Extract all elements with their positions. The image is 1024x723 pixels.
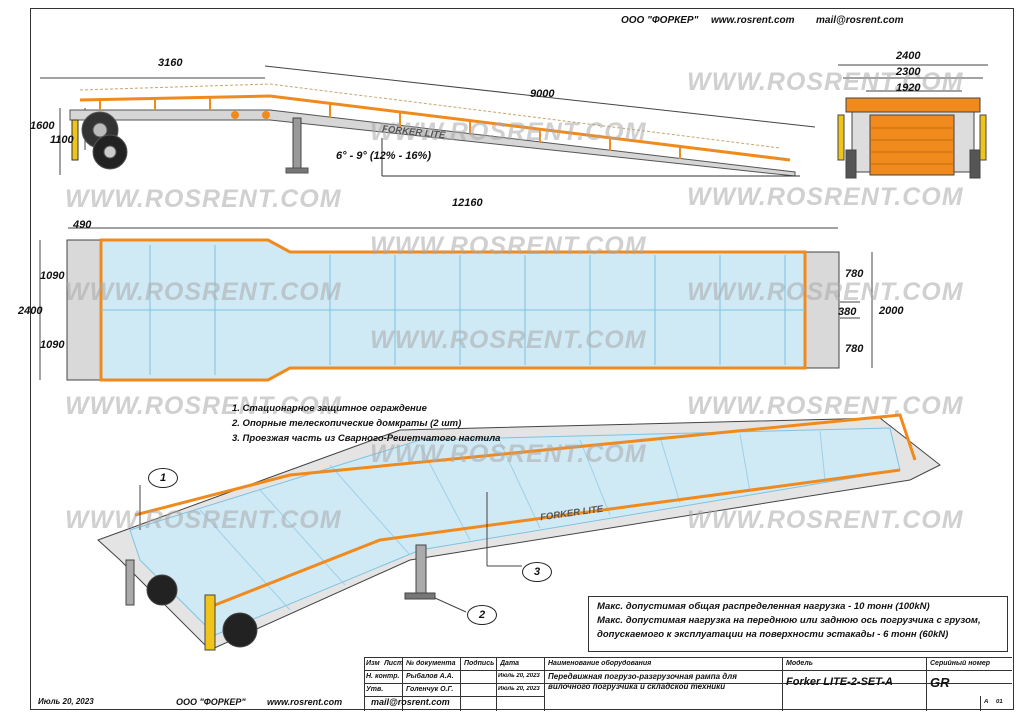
dim-1090-top: 1090 xyxy=(40,270,65,282)
spec-line-3: допускаемого к эксплуатации на поверхнос… xyxy=(597,629,949,640)
watermark: WWW.ROSRENT.COM xyxy=(687,506,964,534)
header-mail: mail@rosrent.com xyxy=(816,15,904,26)
tb-h-model: Модель xyxy=(786,660,813,667)
watermark: WWW.ROSRENT.COM xyxy=(687,278,964,306)
sheet-frame xyxy=(30,8,1014,710)
dim-1920-end: 1920 xyxy=(896,82,921,94)
tb-date-1: Июль 20, 2023 xyxy=(498,673,540,679)
tb-sheet-a: A xyxy=(984,699,989,705)
end-view xyxy=(837,64,988,179)
plan-view xyxy=(39,227,873,382)
tb-role-2: Утв. xyxy=(366,686,384,693)
callout-2: 2 xyxy=(467,605,497,625)
dim-2400-end: 2400 xyxy=(896,50,921,62)
note-2: 2. Опорные телескопические домкраты (2 ш… xyxy=(232,418,462,429)
dim-380: 380 xyxy=(838,306,857,318)
callout-3: 3 xyxy=(522,562,552,582)
dim-2300-end: 2300 xyxy=(896,66,921,78)
header-site: www.rosrent.com xyxy=(711,15,795,26)
tb-h-doc: № документа xyxy=(406,660,456,667)
tb-h-date: Дата xyxy=(500,660,520,667)
tb-name-2: Голенчук О.Г. xyxy=(406,686,454,693)
spec-line-1: Макс. допустимая общая распределенная на… xyxy=(597,601,930,612)
iso-view xyxy=(97,413,941,651)
angle-label: 6° - 9° (12% - 16%) xyxy=(336,150,431,162)
tb-h-sign: Подпись xyxy=(464,660,495,667)
dim-12160: 12160 xyxy=(452,197,483,209)
dim-1100: 1100 xyxy=(50,134,74,146)
tb-date-2: Июль 20, 2023 xyxy=(498,686,540,692)
watermark: WWW.ROSRENT.COM xyxy=(65,278,342,306)
tb-serial: GR xyxy=(930,675,950,690)
tb-h-change: Изм xyxy=(366,660,380,667)
side-view xyxy=(40,65,816,177)
footer-site: www.rosrent.com xyxy=(267,697,343,707)
tb-sheet-n: 01 xyxy=(996,699,1003,705)
header-company: ООО "ФОРКЕР" xyxy=(621,15,699,26)
watermark: WWW.ROSRENT.COM xyxy=(687,183,964,211)
watermark: WWW.ROSRENT.COM xyxy=(687,68,964,96)
dim-490: 490 xyxy=(73,219,92,231)
tb-model: Forker LITE-2-SET-A xyxy=(786,676,893,688)
dim-780-bottom: 780 xyxy=(845,343,864,355)
dim-2400-plan: 2400 xyxy=(18,305,43,317)
watermark: WWW.ROSRENT.COM xyxy=(370,326,647,354)
tb-name-1: Рыбалов А.А. xyxy=(406,673,454,680)
watermark: WWW.ROSRENT.COM xyxy=(65,506,342,534)
watermark: WWW.ROSRENT.COM xyxy=(687,392,964,420)
note-1: 1. Стационарное защитное ограждение xyxy=(232,403,427,414)
dim-1090-bottom: 1090 xyxy=(40,339,65,351)
title-block: Изм Лист № документа Подпись Дата Н. кон… xyxy=(364,657,1012,711)
watermark: WWW.ROSRENT.COM xyxy=(65,392,342,420)
footer-mail: mail@rosrent.com xyxy=(371,697,450,707)
tb-equipment: Передвижная погрузо-разгрузочная рампа д… xyxy=(548,672,737,691)
spec-box: Макс. допустимая общая распределенная на… xyxy=(588,596,1008,652)
dim-2000: 2000 xyxy=(879,305,904,317)
tb-h-serial: Серийный номер xyxy=(930,660,991,667)
callout-1: 1 xyxy=(148,468,178,488)
footer-company: ООО "ФОРКЕР" xyxy=(176,697,246,707)
watermark: WWW.ROSRENT.COM xyxy=(370,118,647,146)
watermark: WWW.ROSRENT.COM xyxy=(65,185,342,213)
tb-role-1: Н. контр. xyxy=(366,673,400,680)
footer-date: Июль 20, 2023 xyxy=(38,697,94,706)
watermark: WWW.ROSRENT.COM xyxy=(370,440,647,468)
tb-h-equipment: Наименование оборудования xyxy=(548,660,652,667)
note-3: 3. Проезжая часть из Сварного-Решетчатог… xyxy=(232,433,501,444)
tb-h-sheet: Лист xyxy=(384,660,404,667)
spec-line-2: Макс. допустимая нагрузка на переднюю ил… xyxy=(597,615,981,626)
watermark: WWW.ROSRENT.COM xyxy=(370,232,647,260)
dim-780-top: 780 xyxy=(845,268,864,280)
dim-3160: 3160 xyxy=(158,57,183,69)
dim-1600: 1600 xyxy=(30,120,55,132)
dim-9000: 9000 xyxy=(530,88,555,100)
